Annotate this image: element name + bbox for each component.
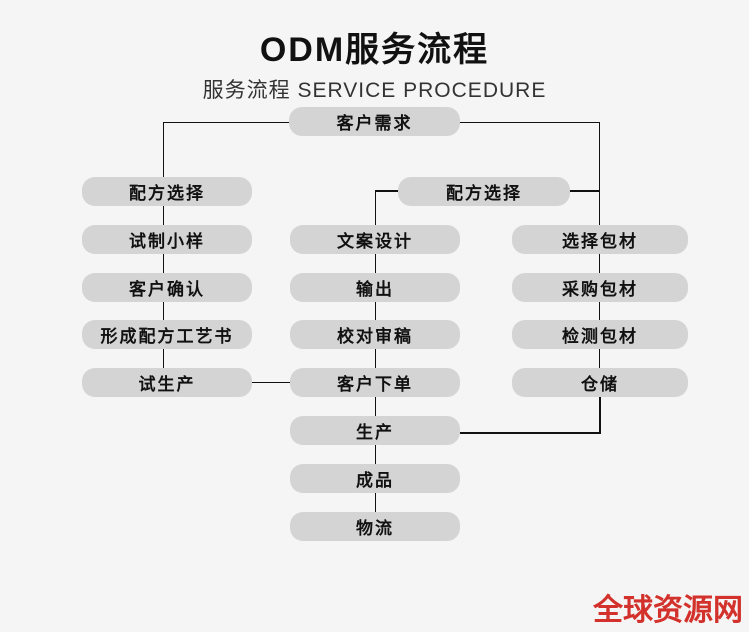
watermark-logo-text: 全球资源网: [593, 594, 743, 627]
connector-mid-formula-right-horizontal: [570, 190, 600, 192]
page-subtitle: 服务流程 SERVICE PROCEDURE: [202, 79, 547, 102]
node-finished-product: 成品: [290, 464, 460, 493]
connector-right-column-vertical: [599, 122, 600, 396]
connector-production-right-horizontal: [460, 432, 601, 434]
node-logistics: 物流: [290, 512, 460, 541]
connector-middle-column-vertical: [375, 190, 376, 521]
node-production: 生产: [290, 416, 460, 445]
connector-trial-production-to-order: [252, 382, 290, 383]
connector-root-left-horizontal: [163, 122, 290, 123]
node-customer-needs: 客户需求: [289, 107, 460, 136]
node-trial-production: 试生产: [82, 368, 252, 397]
node-proofreading-review: 校对审稿: [290, 320, 460, 349]
node-output: 输出: [290, 273, 460, 302]
node-trial-sample: 试制小样: [82, 225, 252, 254]
connector-right-column-vertical-lower: [599, 394, 601, 434]
node-inspect-packaging: 检测包材: [512, 320, 688, 349]
node-select-packaging: 选择包材: [512, 225, 688, 254]
node-formula-selection-mid: 配方选择: [398, 177, 570, 206]
node-copy-design: 文案设计: [290, 225, 460, 254]
page-title: ODM服务流程: [259, 31, 490, 69]
node-customer-order: 客户下单: [290, 368, 460, 397]
connector-root-right-horizontal: [460, 122, 600, 123]
node-formula-process-book: 形成配方工艺书: [82, 320, 252, 349]
node-warehousing: 仓储: [512, 368, 688, 397]
node-purchase-packaging: 采购包材: [512, 273, 688, 302]
node-formula-selection-left: 配方选择: [82, 177, 252, 206]
connector-mid-formula-left-horizontal: [375, 190, 398, 192]
node-customer-confirmation: 客户确认: [82, 273, 252, 302]
